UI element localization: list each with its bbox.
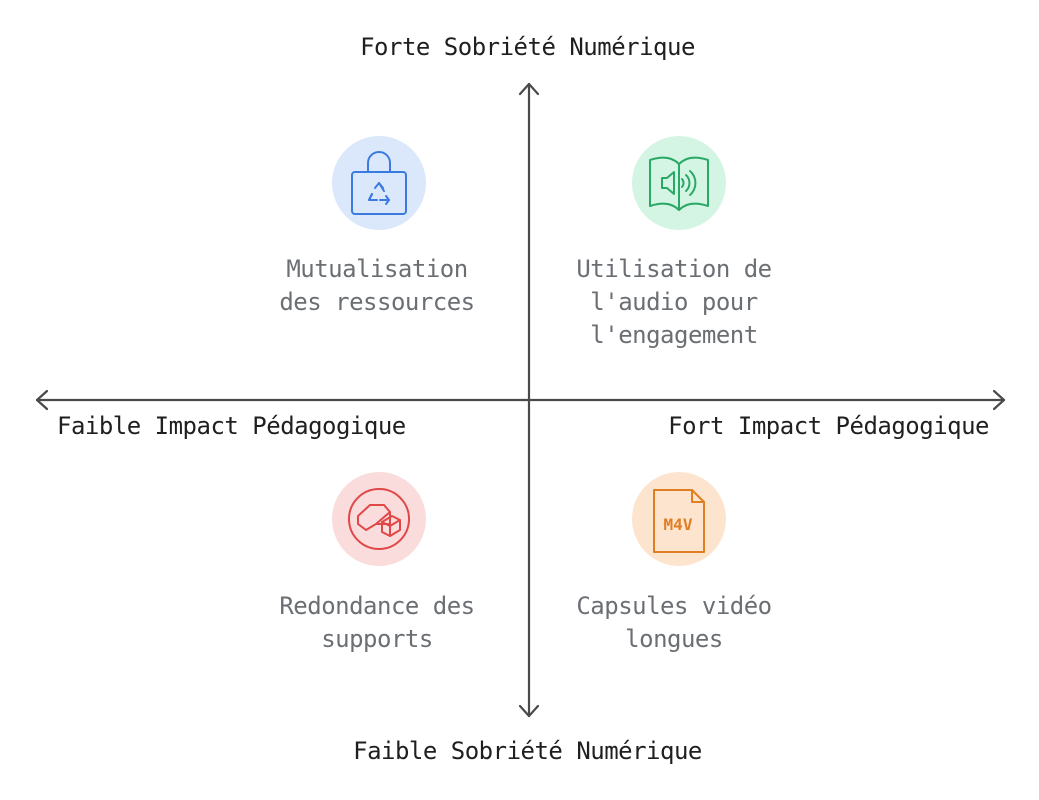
arrow-left [35, 389, 49, 411]
duplicate-shapes-icon [348, 488, 410, 550]
axis-label-bottom: Faible Sobriété Numérique [353, 737, 702, 765]
label-line: Capsules vidéo [576, 592, 772, 620]
label-line: supports [321, 625, 433, 653]
axis-label-left: Faible Impact Pédagogique [57, 412, 406, 440]
label-line: des ressources [279, 288, 475, 316]
axis-label-top: Forte Sobriété Numérique [360, 33, 695, 61]
label-line: longues [625, 625, 723, 653]
m4v-file-icon: M4V [653, 489, 705, 553]
label-line: l'engagement [590, 321, 758, 349]
axis-label-right: Fort Impact Pédagogique [668, 412, 989, 440]
label-line: Utilisation de [576, 255, 772, 283]
label-line: l'audio pour [590, 288, 758, 316]
shopping-bag-recycle-icon [351, 151, 407, 215]
quadrant-top-left-icon-circle [332, 136, 426, 230]
quadrant-bottom-left-label: Redondance des supports [247, 590, 507, 656]
label-line: Redondance des [279, 592, 475, 620]
quadrant-top-left-label: Mutualisation des ressources [247, 253, 507, 319]
arrow-down [518, 704, 540, 718]
m4v-file-label: M4V [664, 515, 693, 534]
quadrant-bottom-left-icon-circle [332, 472, 426, 566]
label-line: Mutualisation [286, 255, 468, 283]
quadrant-top-right-icon-circle [632, 136, 726, 230]
quadrant-top-right-label: Utilisation de l'audio pour l'engagement [544, 253, 804, 352]
arrow-up [518, 82, 540, 96]
arrow-right [992, 389, 1006, 411]
audio-book-icon [649, 156, 709, 211]
quadrant-bottom-right-label: Capsules vidéo longues [544, 590, 804, 656]
quadrant-bottom-right-icon-circle: M4V [632, 472, 726, 566]
